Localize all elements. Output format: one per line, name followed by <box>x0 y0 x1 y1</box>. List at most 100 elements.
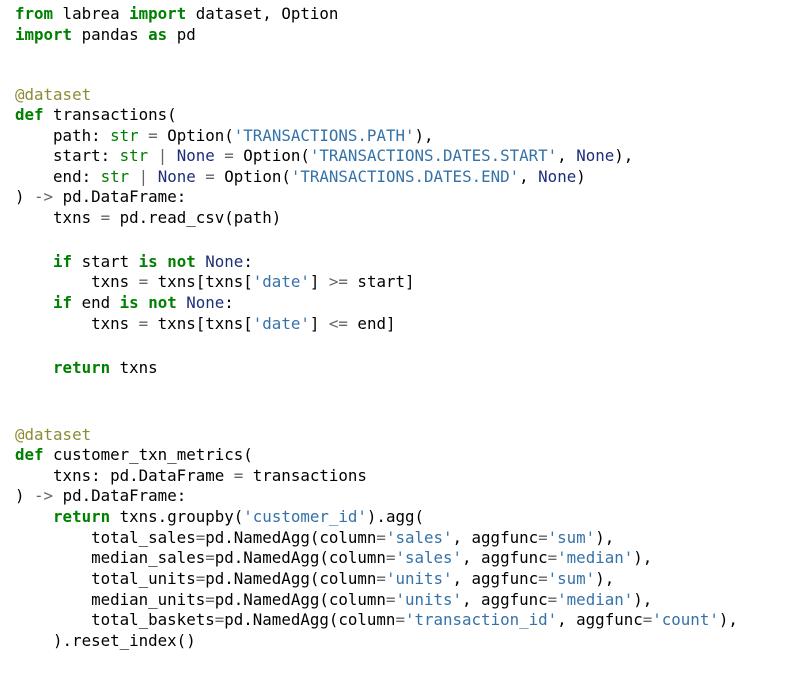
operator-token: = <box>195 568 206 588</box>
code-text: total_units <box>15 568 196 588</box>
code-line: if start is not None: <box>15 251 253 272</box>
code-text <box>15 358 53 377</box>
code-text: start] <box>347 272 415 291</box>
code-text: txns: pd.DataFrame <box>15 465 234 485</box>
keyword-token: return <box>53 507 111 526</box>
code-text: , aggfunc <box>452 568 539 588</box>
code-text: , aggfunc <box>557 610 643 629</box>
keyword-token: is <box>138 251 158 271</box>
code-line: txns = txns[txns['date'] >= start] <box>15 271 415 292</box>
keyword-token: import <box>15 24 73 44</box>
code-line: ) -> pd.DataFrame: <box>15 485 186 506</box>
code-text <box>177 293 187 312</box>
code-line: txns = txns[txns['date'] <= end] <box>15 313 395 334</box>
code-text: total_baskets <box>15 610 215 629</box>
code-text: , <box>519 166 539 186</box>
string-token: 'median' <box>557 548 634 567</box>
keyword-token: not <box>167 251 196 271</box>
code-text <box>158 252 168 271</box>
string-token: 'units' <box>395 589 463 609</box>
code-text: ), <box>633 548 653 567</box>
operator-token: = <box>385 548 396 567</box>
code-text: pd <box>167 24 196 44</box>
code-text: ), <box>595 568 615 588</box>
code-text: txns.groupby( <box>110 507 244 526</box>
code-text: ), <box>633 589 653 609</box>
code-text <box>215 146 225 165</box>
code-text: pd.NamedAgg(column <box>205 527 377 547</box>
code-text: total_sales <box>15 527 196 547</box>
code-line: def customer_txn_metrics( <box>15 444 253 465</box>
operator-token: = <box>100 207 111 227</box>
code-line: median_sales=pd.NamedAgg(column='sales',… <box>15 547 652 568</box>
code-text: ) <box>576 166 586 186</box>
code-text: txns[txns[ <box>148 313 253 333</box>
code-text <box>148 167 158 186</box>
string-token: 'count' <box>652 610 719 629</box>
code-text <box>15 293 53 312</box>
operator-token: = <box>195 527 206 547</box>
code-text: pd.NamedAgg(column <box>224 610 396 629</box>
keyword-token: def <box>15 445 44 464</box>
code-line: @dataset <box>15 424 91 445</box>
operator-token: = <box>547 589 558 609</box>
code-text: pd.NamedAgg(column <box>214 548 386 567</box>
string-token: 'sales' <box>395 548 463 567</box>
keyword-token: if <box>53 293 73 312</box>
none-token: None <box>576 146 615 165</box>
code-text: transactions( <box>43 105 177 124</box>
operator-token: <= <box>328 313 348 333</box>
code-line: ) -> pd.DataFrame: <box>15 186 186 207</box>
code-line: total_sales=pd.NamedAgg(column='sales', … <box>15 527 614 548</box>
keyword-token: as <box>148 24 168 44</box>
code-text: ), <box>414 125 434 145</box>
code-text: end <box>72 293 120 312</box>
string-token: 'TRANSACTIONS.PATH' <box>233 125 415 145</box>
code-text: dataset, Option <box>186 4 339 23</box>
code-text: ] <box>309 272 329 291</box>
code-text <box>196 167 206 186</box>
operator-token: = <box>233 465 244 485</box>
code-text: , aggfunc <box>452 527 539 547</box>
code-text: pd.NamedAgg(column <box>214 589 386 609</box>
code-text: median_units <box>15 589 206 609</box>
operator-token: | <box>157 146 168 165</box>
builtin-token: str <box>119 146 149 165</box>
operator-token: = <box>376 527 386 547</box>
string-token: 'TRANSACTIONS.DATES.START' <box>309 146 558 165</box>
operator-token: = <box>538 527 548 547</box>
code-text: , aggfunc <box>462 548 548 567</box>
operator-token: = <box>148 125 158 145</box>
code-text: labrea <box>53 4 130 23</box>
code-text: txns <box>110 357 158 377</box>
operator-token: = <box>547 548 558 567</box>
string-token: 'transaction_id' <box>404 610 558 629</box>
code-line: return txns.groupby('customer_id').agg( <box>15 506 424 527</box>
code-line: total_baskets=pd.NamedAgg(column='transa… <box>15 609 738 630</box>
operator-token: -> <box>34 486 54 505</box>
operator-token: = <box>205 166 215 186</box>
code-line: from labrea import dataset, Option <box>15 3 338 24</box>
code-text: txns <box>15 207 101 227</box>
code-text: start <box>72 251 139 271</box>
code-line: total_units=pd.NamedAgg(column='units', … <box>15 568 614 589</box>
operator-token: = <box>395 610 405 629</box>
code-text: transactions <box>243 465 367 485</box>
string-token: 'sum' <box>547 568 596 588</box>
keyword-token: return <box>53 357 111 377</box>
code-line: txns: pd.DataFrame = transactions <box>15 465 367 486</box>
operator-token: = <box>376 568 386 588</box>
code-text: : <box>243 251 253 271</box>
operator-token: = <box>224 146 234 165</box>
operator-token: = <box>642 610 653 629</box>
code-line: ).reset_index() <box>15 630 196 651</box>
string-token: 'units' <box>385 568 453 588</box>
builtin-token: str <box>100 166 130 186</box>
keyword-token: def <box>15 105 44 124</box>
code-line: start: str | None = Option('TRANSACTIONS… <box>15 145 633 166</box>
code-line: end: str | None = Option('TRANSACTIONS.D… <box>15 166 586 187</box>
code-line: if end is not None: <box>15 292 234 313</box>
code-text <box>129 167 139 186</box>
code-text: pd.read_csv(path) <box>110 207 282 227</box>
keyword-token: from <box>15 4 54 23</box>
